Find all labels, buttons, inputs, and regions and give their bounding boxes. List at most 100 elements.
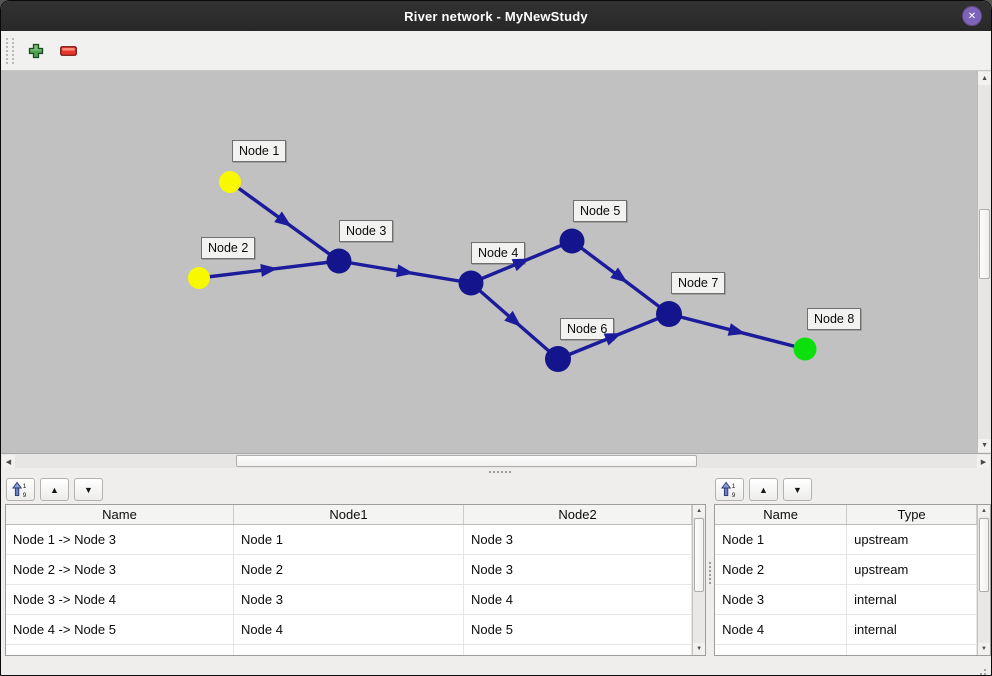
scroll-down-arrow-icon[interactable]: ▼ (978, 643, 990, 655)
cell-node1: Node 2 (234, 555, 464, 584)
table-row[interactable]: Node 2 -> Node 3 Node 2 Node 3 (6, 555, 693, 585)
nodes-table-scrollbar[interactable]: ▲ ▼ (977, 505, 990, 655)
node-label: Node 8 (807, 308, 862, 330)
scroll-up-arrow-icon[interactable]: ▲ (978, 72, 991, 85)
node-label: Node 5 (573, 200, 628, 222)
table-row[interactable]: Node 3 internal (715, 585, 977, 615)
tables-row: Name Node1 Node2 Node 1 -> Node 3 Node 1… (1, 504, 991, 656)
branches-table-header: Name Node1 Node2 (6, 505, 693, 525)
table-toolbars: 1 9 ▲ ▼ 1 9 ▲ ▼ (1, 477, 991, 504)
node-label: Node 7 (671, 272, 726, 294)
nodes-move-down-button[interactable]: ▼ (783, 478, 812, 501)
scroll-left-arrow-icon[interactable]: ◀ (2, 455, 15, 468)
table-row[interactable]: Node 1 -> Node 3 Node 1 Node 3 (6, 525, 693, 555)
table-row[interactable]: Node 4 internal (715, 615, 977, 645)
branches-table-scrollbar[interactable]: ▲ ▼ (692, 505, 706, 655)
scrollbar-thumb[interactable] (694, 518, 705, 592)
cell-node-type: upstream (847, 525, 977, 554)
svg-text:9: 9 (732, 492, 736, 498)
remove-branch-button[interactable] (58, 41, 78, 61)
cell-node-name: Node 4 (715, 615, 848, 644)
cell-node-type: internal (847, 585, 977, 614)
network-node[interactable] (559, 228, 585, 254)
edge-arrow-icon (610, 267, 628, 283)
scroll-down-arrow-icon[interactable]: ▼ (693, 643, 706, 655)
cell-node1: Node 1 (234, 525, 464, 554)
branches-table-main: Name Node1 Node2 Node 1 -> Node 3 Node 1… (6, 505, 693, 655)
network-node[interactable] (326, 248, 352, 274)
sort-ascending-icon: 1 9 (721, 481, 736, 498)
nodes-table-main: Name Type Node 1 upstream Node 2 upstrea… (715, 505, 977, 655)
title-bar[interactable]: River network - MyNewStudy ✕ (1, 1, 991, 31)
scroll-up-arrow-icon[interactable]: ▲ (978, 505, 990, 517)
horizontal-splitter[interactable] (1, 468, 991, 477)
network-node[interactable] (219, 171, 241, 193)
node-label: Node 6 (560, 318, 615, 340)
nodes-sort-button[interactable]: 1 9 (715, 478, 744, 501)
network-node[interactable] (188, 267, 210, 289)
triangle-up-icon: ▲ (50, 484, 59, 495)
scroll-right-arrow-icon[interactable]: ▶ (977, 455, 990, 468)
network-node[interactable] (656, 301, 682, 327)
edge-arrow-icon (274, 211, 292, 227)
cell-node2: Node 4 (464, 585, 693, 614)
canvas-vertical-scrollbar[interactable]: ▲ ▼ (977, 71, 991, 453)
vertical-splitter[interactable] (706, 504, 714, 656)
close-button[interactable]: ✕ (962, 6, 982, 26)
network-node[interactable] (458, 270, 484, 296)
cell-node-type: upstream (847, 555, 977, 584)
cell-node-name: Node 3 (715, 585, 848, 614)
plus-icon (28, 43, 44, 58)
table-row[interactable]: Node 4 -> Node 5 Node 4 Node 5 (6, 615, 693, 645)
cell-node2: Node 3 (464, 525, 693, 554)
add-branch-button[interactable] (26, 41, 46, 61)
vertical-scrollbar-thumb[interactable] (979, 209, 991, 279)
edge-arrow-icon (396, 264, 414, 278)
horizontal-scrollbar-thumb[interactable] (236, 455, 697, 467)
scroll-up-arrow-icon[interactable]: ▲ (693, 505, 706, 517)
table-row-partial (6, 645, 693, 655)
table-row[interactable]: Node 2 upstream (715, 555, 977, 585)
nodes-move-up-button[interactable]: ▲ (749, 478, 778, 501)
column-header-node1[interactable]: Node1 (234, 505, 464, 524)
scroll-down-arrow-icon[interactable]: ▼ (978, 439, 991, 452)
network-edge (570, 239, 671, 316)
nodes-table: Name Type Node 1 upstream Node 2 upstrea… (714, 504, 991, 656)
network-node[interactable] (793, 337, 817, 361)
table-row[interactable]: Node 1 upstream (715, 525, 977, 555)
node-label: Node 4 (471, 242, 526, 264)
svg-text:1: 1 (732, 483, 736, 490)
network-node[interactable] (545, 346, 571, 372)
splitter-grip-icon (709, 562, 712, 564)
column-header-type[interactable]: Type (847, 505, 977, 524)
cell-node-type: internal (847, 615, 977, 644)
branches-move-down-button[interactable]: ▼ (74, 478, 103, 501)
branches-table: Name Node1 Node2 Node 1 -> Node 3 Node 1… (5, 504, 707, 656)
svg-text:9: 9 (23, 492, 27, 498)
cell-node-name: Node 2 (715, 555, 848, 584)
node-label: Node 3 (339, 220, 394, 242)
cell-branch-name: Node 3 -> Node 4 (6, 585, 234, 614)
edge-arrow-icon (504, 310, 522, 327)
cell-node-name: Node 1 (715, 525, 848, 554)
column-header-node2[interactable]: Node2 (464, 505, 693, 524)
network-edge (469, 281, 560, 361)
table-row[interactable]: Node 3 -> Node 4 Node 3 Node 4 (6, 585, 693, 615)
cell-branch-name: Node 2 -> Node 3 (6, 555, 234, 584)
toolbar-drag-handle[interactable] (6, 37, 14, 64)
branches-sort-button[interactable]: 1 9 (6, 478, 35, 501)
node-label: Node 1 (232, 140, 287, 162)
cell-node2: Node 3 (464, 555, 693, 584)
branches-move-up-button[interactable]: ▲ (40, 478, 69, 501)
canvas-horizontal-scrollbar[interactable]: ◀ ▶ (1, 453, 991, 468)
cell-node2: Node 5 (464, 615, 693, 644)
scrollbar-thumb[interactable] (979, 518, 989, 592)
cell-node1: Node 3 (234, 585, 464, 614)
resize-grip-icon[interactable] (984, 669, 986, 671)
edge-arrow-icon (260, 264, 278, 277)
column-header-name[interactable]: Name (6, 505, 234, 524)
column-header-name[interactable]: Name (715, 505, 848, 524)
